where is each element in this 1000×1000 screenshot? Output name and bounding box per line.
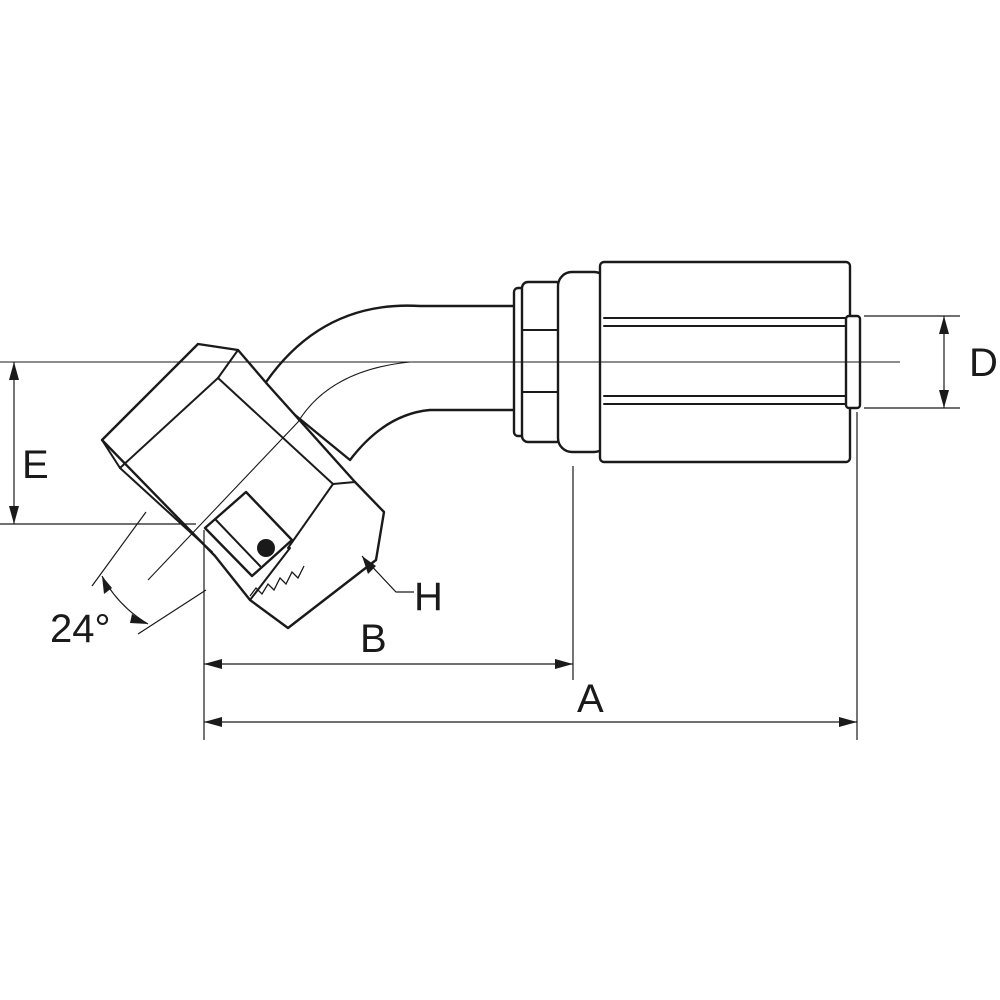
dimension-a: [204, 412, 858, 740]
label-angle: 24°: [50, 607, 111, 651]
centerlines: [0, 361, 900, 581]
dimension-d: [864, 315, 960, 409]
dimension-b: [203, 466, 574, 740]
label-e: E: [22, 443, 49, 487]
leader-h: [361, 555, 414, 593]
label-a: A: [577, 677, 604, 721]
ball-detail: [257, 539, 275, 557]
label-b: B: [360, 617, 387, 661]
dimension-e: [0, 362, 196, 525]
label-d: D: [969, 341, 998, 385]
swivel-nut: [100, 342, 386, 630]
dimension-angle: [91, 511, 207, 635]
label-h: H: [414, 575, 443, 619]
